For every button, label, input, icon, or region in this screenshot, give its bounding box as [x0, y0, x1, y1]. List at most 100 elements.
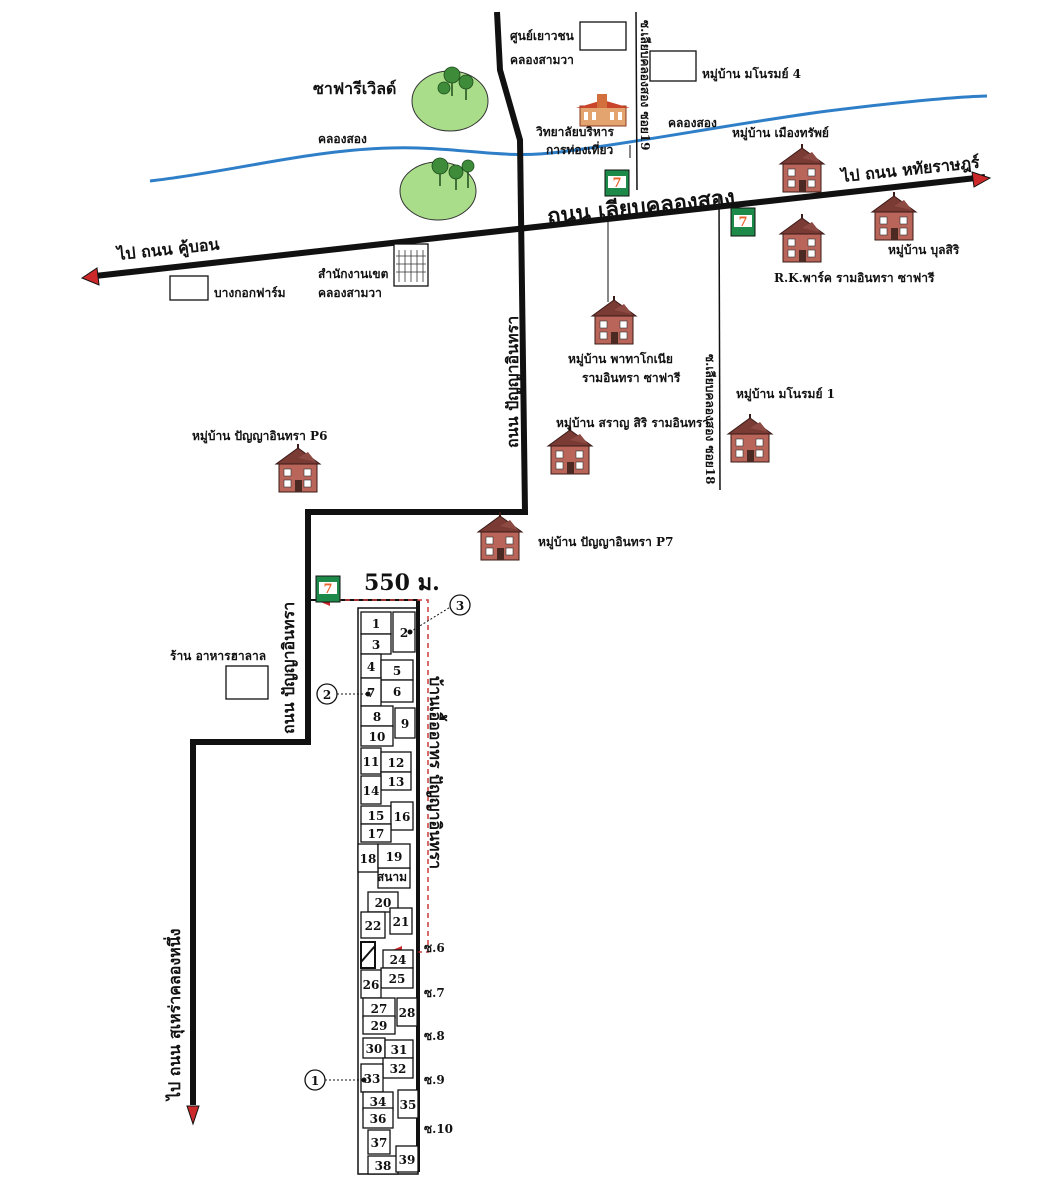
- label-village-muangsap: หมู่บ้าน เมืองทรัพย์: [732, 126, 829, 141]
- lot-number: 38: [375, 1159, 392, 1173]
- lot-number: 30: [366, 1042, 383, 1056]
- house-icon: [727, 413, 773, 463]
- label-college-2: การท่องเที่ยว: [546, 141, 613, 157]
- lot-number: 34: [370, 1095, 387, 1109]
- label-district-office-2: คลองสามวา: [318, 286, 382, 300]
- house-icon: [779, 143, 825, 193]
- lot-number: 7: [367, 686, 375, 700]
- building-icon: [393, 243, 429, 287]
- lot-number: 9: [401, 717, 409, 731]
- marker-3: 3: [407, 594, 471, 635]
- label-village-bulsiri: หมู่บ้าน บุลสิริ: [888, 243, 960, 258]
- label-district-office-1: สำนักงานเขต: [318, 267, 389, 281]
- lot-number: 2: [400, 626, 408, 640]
- lot-36: [362, 1107, 394, 1129]
- lot-number: 37: [371, 1136, 388, 1150]
- label-soi-10: ซ.10: [424, 1122, 453, 1136]
- lot-number: 32: [390, 1062, 407, 1076]
- svg-text:7: 7: [323, 582, 332, 597]
- manorom4-box: [649, 50, 697, 82]
- lot-19: [377, 843, 411, 869]
- svg-text:7: 7: [738, 215, 747, 230]
- lot-number: 4: [367, 660, 375, 674]
- soi-18-road: [718, 195, 721, 491]
- svg-text:2: 2: [323, 688, 331, 702]
- label-soi-6: ซ.6: [424, 941, 445, 955]
- lot-10: [360, 725, 394, 747]
- lot-35: [397, 1089, 419, 1119]
- lot-2: [392, 611, 416, 653]
- lot-number: 19: [386, 850, 403, 864]
- house-icon: [477, 511, 523, 561]
- lot-number: 24: [390, 953, 407, 967]
- label-village-manorom4: หมู่บ้าน มโนรมย์ 4: [702, 66, 801, 82]
- lot-number: 36: [370, 1112, 387, 1126]
- seven-eleven-icon: 7: [315, 575, 341, 603]
- lot-number: 33: [364, 1072, 381, 1086]
- lot-number: 21: [393, 915, 410, 929]
- lot-number: 10: [369, 730, 386, 744]
- restaurant-box: [225, 665, 269, 700]
- label-college-1: วิทยาลัยบริหาร: [536, 125, 615, 139]
- arrow-to-suwinthawong: [186, 1105, 200, 1126]
- lot-14: [360, 775, 382, 805]
- lot-number: 31: [391, 1043, 408, 1057]
- label-safari-world: ซาฟารีเวิลด์: [313, 79, 396, 98]
- marker-1: 1: [304, 1069, 367, 1091]
- road-panya-inthra: [190, 11, 529, 1105]
- lot-number: 6: [393, 685, 401, 699]
- house-icon: [547, 425, 593, 475]
- label-canal-right: คลองสอง: [668, 116, 717, 130]
- label-main-road: ถนน เลียบคลองสอง: [546, 184, 736, 230]
- lot-number: 22: [365, 919, 382, 933]
- label-bangkok-farm: บางกอกฟาร์ม: [214, 286, 286, 300]
- svg-text:7: 7: [612, 176, 621, 191]
- lot-number: 20: [375, 896, 392, 910]
- bangkok-farm-box: [169, 275, 209, 301]
- label-youth-center: ศูนย์เยาวชน: [510, 29, 575, 44]
- arrow-to-kuban: [80, 267, 100, 286]
- school-icon: [576, 94, 630, 127]
- lot-number: 12: [388, 756, 405, 770]
- lot-9: [394, 707, 416, 739]
- house-icon: [591, 295, 637, 345]
- house-icon: [779, 213, 825, 263]
- lot-number: 16: [394, 810, 411, 824]
- label-distance: 550 ม.: [364, 570, 440, 596]
- lot-16: [390, 801, 414, 831]
- marker-2: 2: [316, 683, 371, 705]
- label-village-patagonia-2: รามอินทรา ซาฟารี: [582, 371, 681, 385]
- lot-number: 14: [363, 784, 380, 798]
- lot-number: 27: [371, 1002, 388, 1016]
- lot-22: [360, 911, 386, 939]
- svg-text:3: 3: [456, 599, 464, 613]
- label-village-p6: หมู่บ้าน ปัญญาอินทรา P6: [192, 429, 327, 444]
- label-panya-road-upper: ถนน ปัญญาอินทรา: [503, 316, 523, 448]
- lot-number: 39: [399, 1153, 416, 1167]
- lot-number: 15: [368, 809, 385, 823]
- label-to-suwinthawong: ไป ถนน สุเหร่าคลองหนึ่ง: [163, 929, 185, 1103]
- seven-eleven-icon: 7: [730, 207, 756, 237]
- lot-number: 17: [368, 827, 385, 841]
- hatched-block: [360, 941, 376, 969]
- lot-29: [362, 1015, 396, 1035]
- label-village-p7: หมู่บ้าน ปัญญาอินทรา P7: [538, 535, 673, 550]
- lot-number: 25: [389, 972, 406, 986]
- label-village-saran: หมู่บ้าน สราญ สิริ รามอินทรา: [556, 416, 709, 431]
- lot-39: [395, 1145, 419, 1173]
- lot-17: [360, 823, 392, 843]
- lot-28: [396, 997, 418, 1027]
- label-panya-road-lower: ถนน ปัญญาอินทรา: [279, 602, 299, 734]
- label-youth-center-2: คลองสามวา: [510, 53, 574, 67]
- lot-number: 3: [372, 638, 380, 652]
- label-rk-park: R.K.พาร์ค รามอินทรา ซาฟารี: [774, 271, 935, 285]
- canal-khlong-song: [149, 94, 988, 183]
- lot-37: [367, 1129, 391, 1155]
- lot-number: 28: [399, 1006, 416, 1020]
- youth-center-box: [579, 21, 627, 51]
- seven-eleven-icon: 7: [604, 169, 630, 197]
- arrow-to-hathairat: [971, 171, 992, 188]
- label-project-name: บ้านเอื้ออาทร ปัญญาอินทรา: [425, 676, 448, 869]
